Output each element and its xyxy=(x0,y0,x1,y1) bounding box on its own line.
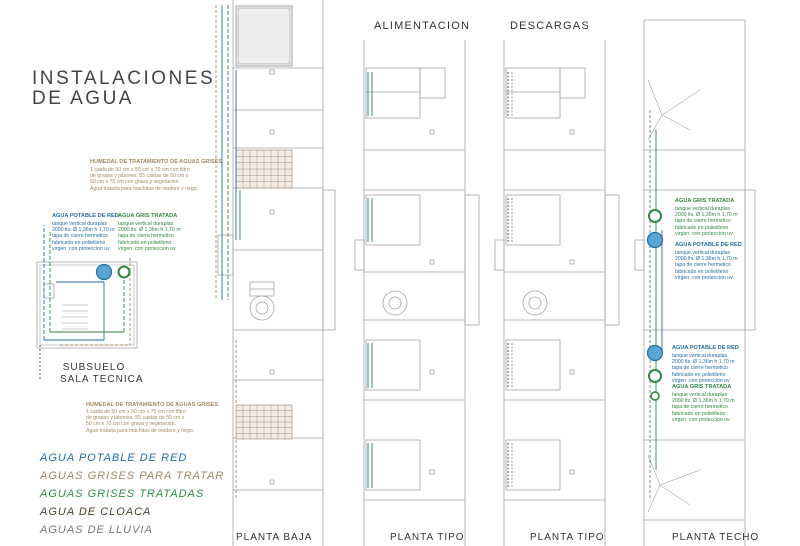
roof-top-potable-title: AGUA POTABLE DE RED xyxy=(675,242,742,248)
tank-gris-left-body: tanque vertical duraplas 2000 lts. Ø 1,3… xyxy=(118,221,181,252)
tank-gris-techo-bot2 xyxy=(650,391,660,401)
roof-top-gris-body: tanque vertical duraplas 2000 lts. Ø 1,3… xyxy=(675,206,738,237)
humedal-note-body: 1 caida de 50 cm x 50 cm x 70 cm con fil… xyxy=(90,167,199,192)
roof-bot-gris-title: AGUA GRIS TRATADA xyxy=(672,384,732,390)
plan-planta-tipo-2 xyxy=(494,40,620,546)
tank-gris-subsuelo xyxy=(117,265,131,279)
plan-label-planta-techo: PLANTA TECHO xyxy=(672,532,760,543)
tank-gris-left-title: AGUA GRIS TRATADA xyxy=(118,213,178,219)
tank-potable-techo-top xyxy=(646,231,664,249)
humedal-grid-bottom-cells xyxy=(236,405,292,439)
plan-label-planta-baja: PLANTA BAJA xyxy=(236,532,313,543)
roof-top-potable-body: tanque vertical duraplas 2000 lts. Ø 1,3… xyxy=(675,250,738,281)
tank-potable-left-title: AGUA POTABLE DE RED xyxy=(52,213,119,219)
legend-item-grises-tratadas: AGUAS GRISES TRATADAS xyxy=(40,488,205,500)
column-title-descargas: DESCARGAS xyxy=(510,20,590,32)
legend-item-potable: AGUA POTABLE DE RED xyxy=(40,452,188,464)
tank-potable-left-body: tanque vertical duraplas 2000 lts. Ø 1,3… xyxy=(52,221,115,252)
humedal-grid-top-cells xyxy=(236,150,292,188)
roof-bot-potable-title: AGUA POTABLE DE RED xyxy=(672,345,739,351)
plan-label-planta-tipo-2: PLANTA TIPO xyxy=(530,532,605,543)
tank-potable-subsuelo xyxy=(95,263,113,281)
legend-item-cloaca: AGUA DE CLOACA xyxy=(40,506,152,518)
plan-planta-techo xyxy=(634,19,756,546)
page-title-line-1: INSTALACIONES xyxy=(32,68,216,89)
column-title-alimentacion: ALIMENTACION xyxy=(374,20,471,32)
subsuelo-label-line-1: SUBSUELO xyxy=(62,362,126,373)
roof-top-gris-title: AGUA GRIS TRATADA xyxy=(675,198,735,204)
tanks xyxy=(95,209,664,401)
humedal-note-2-body: 1 caida de 50 cm x 50 cm x 70 cm con fil… xyxy=(86,409,195,434)
tank-gris-techo-bot xyxy=(648,369,662,383)
subsuelo-label-line-2: SALA TECNICA xyxy=(60,374,144,385)
roof-bot-gris-body: tanque vertical duraplas 2000 lts. Ø 1,3… xyxy=(672,392,735,423)
plan-label-planta-tipo-1: PLANTA TIPO xyxy=(390,532,465,543)
humedal-note-2-title: HUMEDAL DE TRATAMIENTO DE AGUAS GRISES xyxy=(86,402,219,408)
plan-planta-tipo-1 xyxy=(354,40,480,546)
legend-item-grises-tratar: AGUAS GRISES PARA TRATAR xyxy=(40,470,225,482)
tank-potable-techo-bot xyxy=(646,344,664,362)
humedal-note-title: HUMEDAL DE TRATAMIENTO DE AGUAS GRISES xyxy=(90,159,223,165)
tank-gris-techo-top xyxy=(648,209,662,223)
page-title-line-2: DE AGUA xyxy=(32,88,134,109)
legend-item-lluvia: AGUAS DE LLUVIA xyxy=(40,524,153,536)
roof-bot-potable-body: tanque vertical duraplas 2000 lts. Ø 1,3… xyxy=(672,353,735,384)
